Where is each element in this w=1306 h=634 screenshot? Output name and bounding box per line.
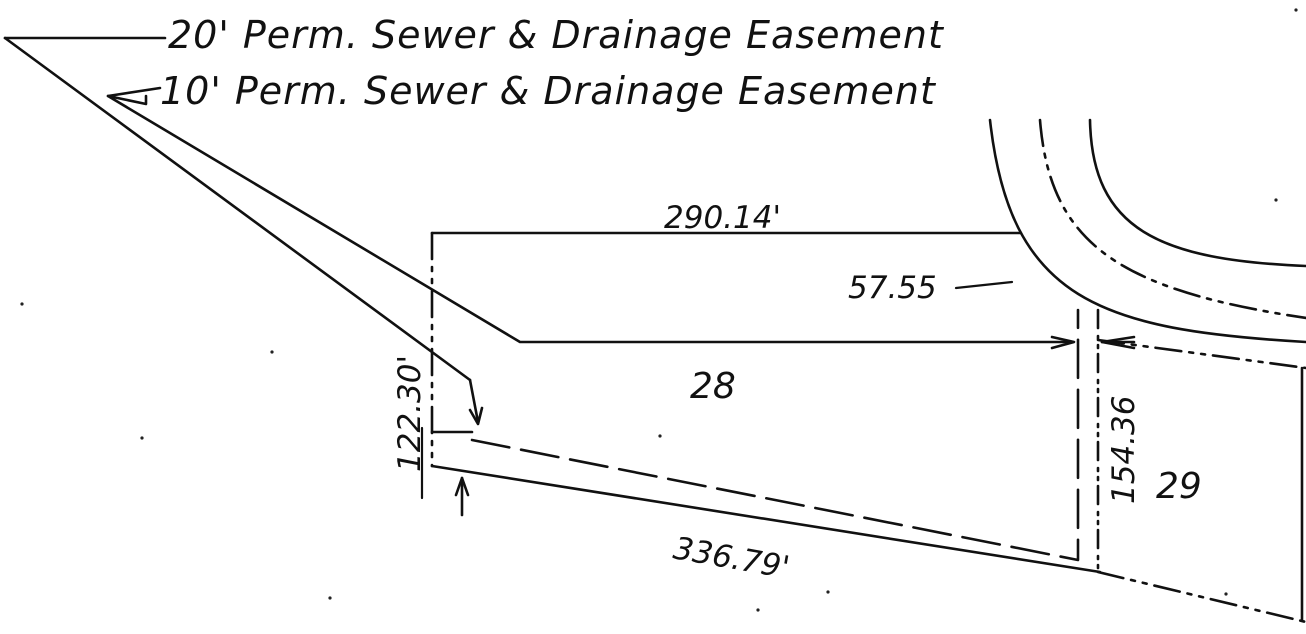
street-curves xyxy=(988,118,1306,624)
easement-arrow-leader xyxy=(468,378,480,424)
street-curve-inner xyxy=(1088,118,1306,268)
easement-20ft-line xyxy=(3,36,472,382)
arrow-right-icon xyxy=(1050,335,1076,350)
lot-28-label: 28 xyxy=(690,366,736,407)
lot-28-bottom-line xyxy=(430,464,1102,574)
dimension-curve: 57.55 xyxy=(848,270,937,306)
lot-29-bottom-line xyxy=(1096,570,1306,624)
street-curve-outer xyxy=(988,118,1306,344)
dimension-top: 290.14' xyxy=(664,200,781,236)
arrow-10ft-easement-icon xyxy=(106,86,162,106)
dimension-right: 154.36 xyxy=(1106,396,1142,504)
lot-29-label: 29 xyxy=(1156,466,1202,507)
curve-dimension-leader xyxy=(954,280,1014,290)
lot-29-top-line xyxy=(1096,338,1306,370)
arrow-down-icon xyxy=(468,406,484,426)
arrow-up-icon xyxy=(454,476,470,497)
street-curve-mid xyxy=(1038,118,1306,320)
lot-28-boundary xyxy=(420,231,1102,574)
easement-10ft-line xyxy=(106,94,1072,344)
dimension-left: 122.30' xyxy=(392,355,428,472)
easement-20ft-note: 20' Perm. Sewer & Drainage Easement xyxy=(168,13,945,57)
easement-inner-line xyxy=(470,308,1080,562)
easement-10ft-note: 10' Perm. Sewer & Drainage Easement xyxy=(160,69,937,113)
dimension-bottom: 336.79' xyxy=(671,530,792,586)
scan-specks xyxy=(20,8,1298,612)
easement-leaders xyxy=(3,36,1136,517)
